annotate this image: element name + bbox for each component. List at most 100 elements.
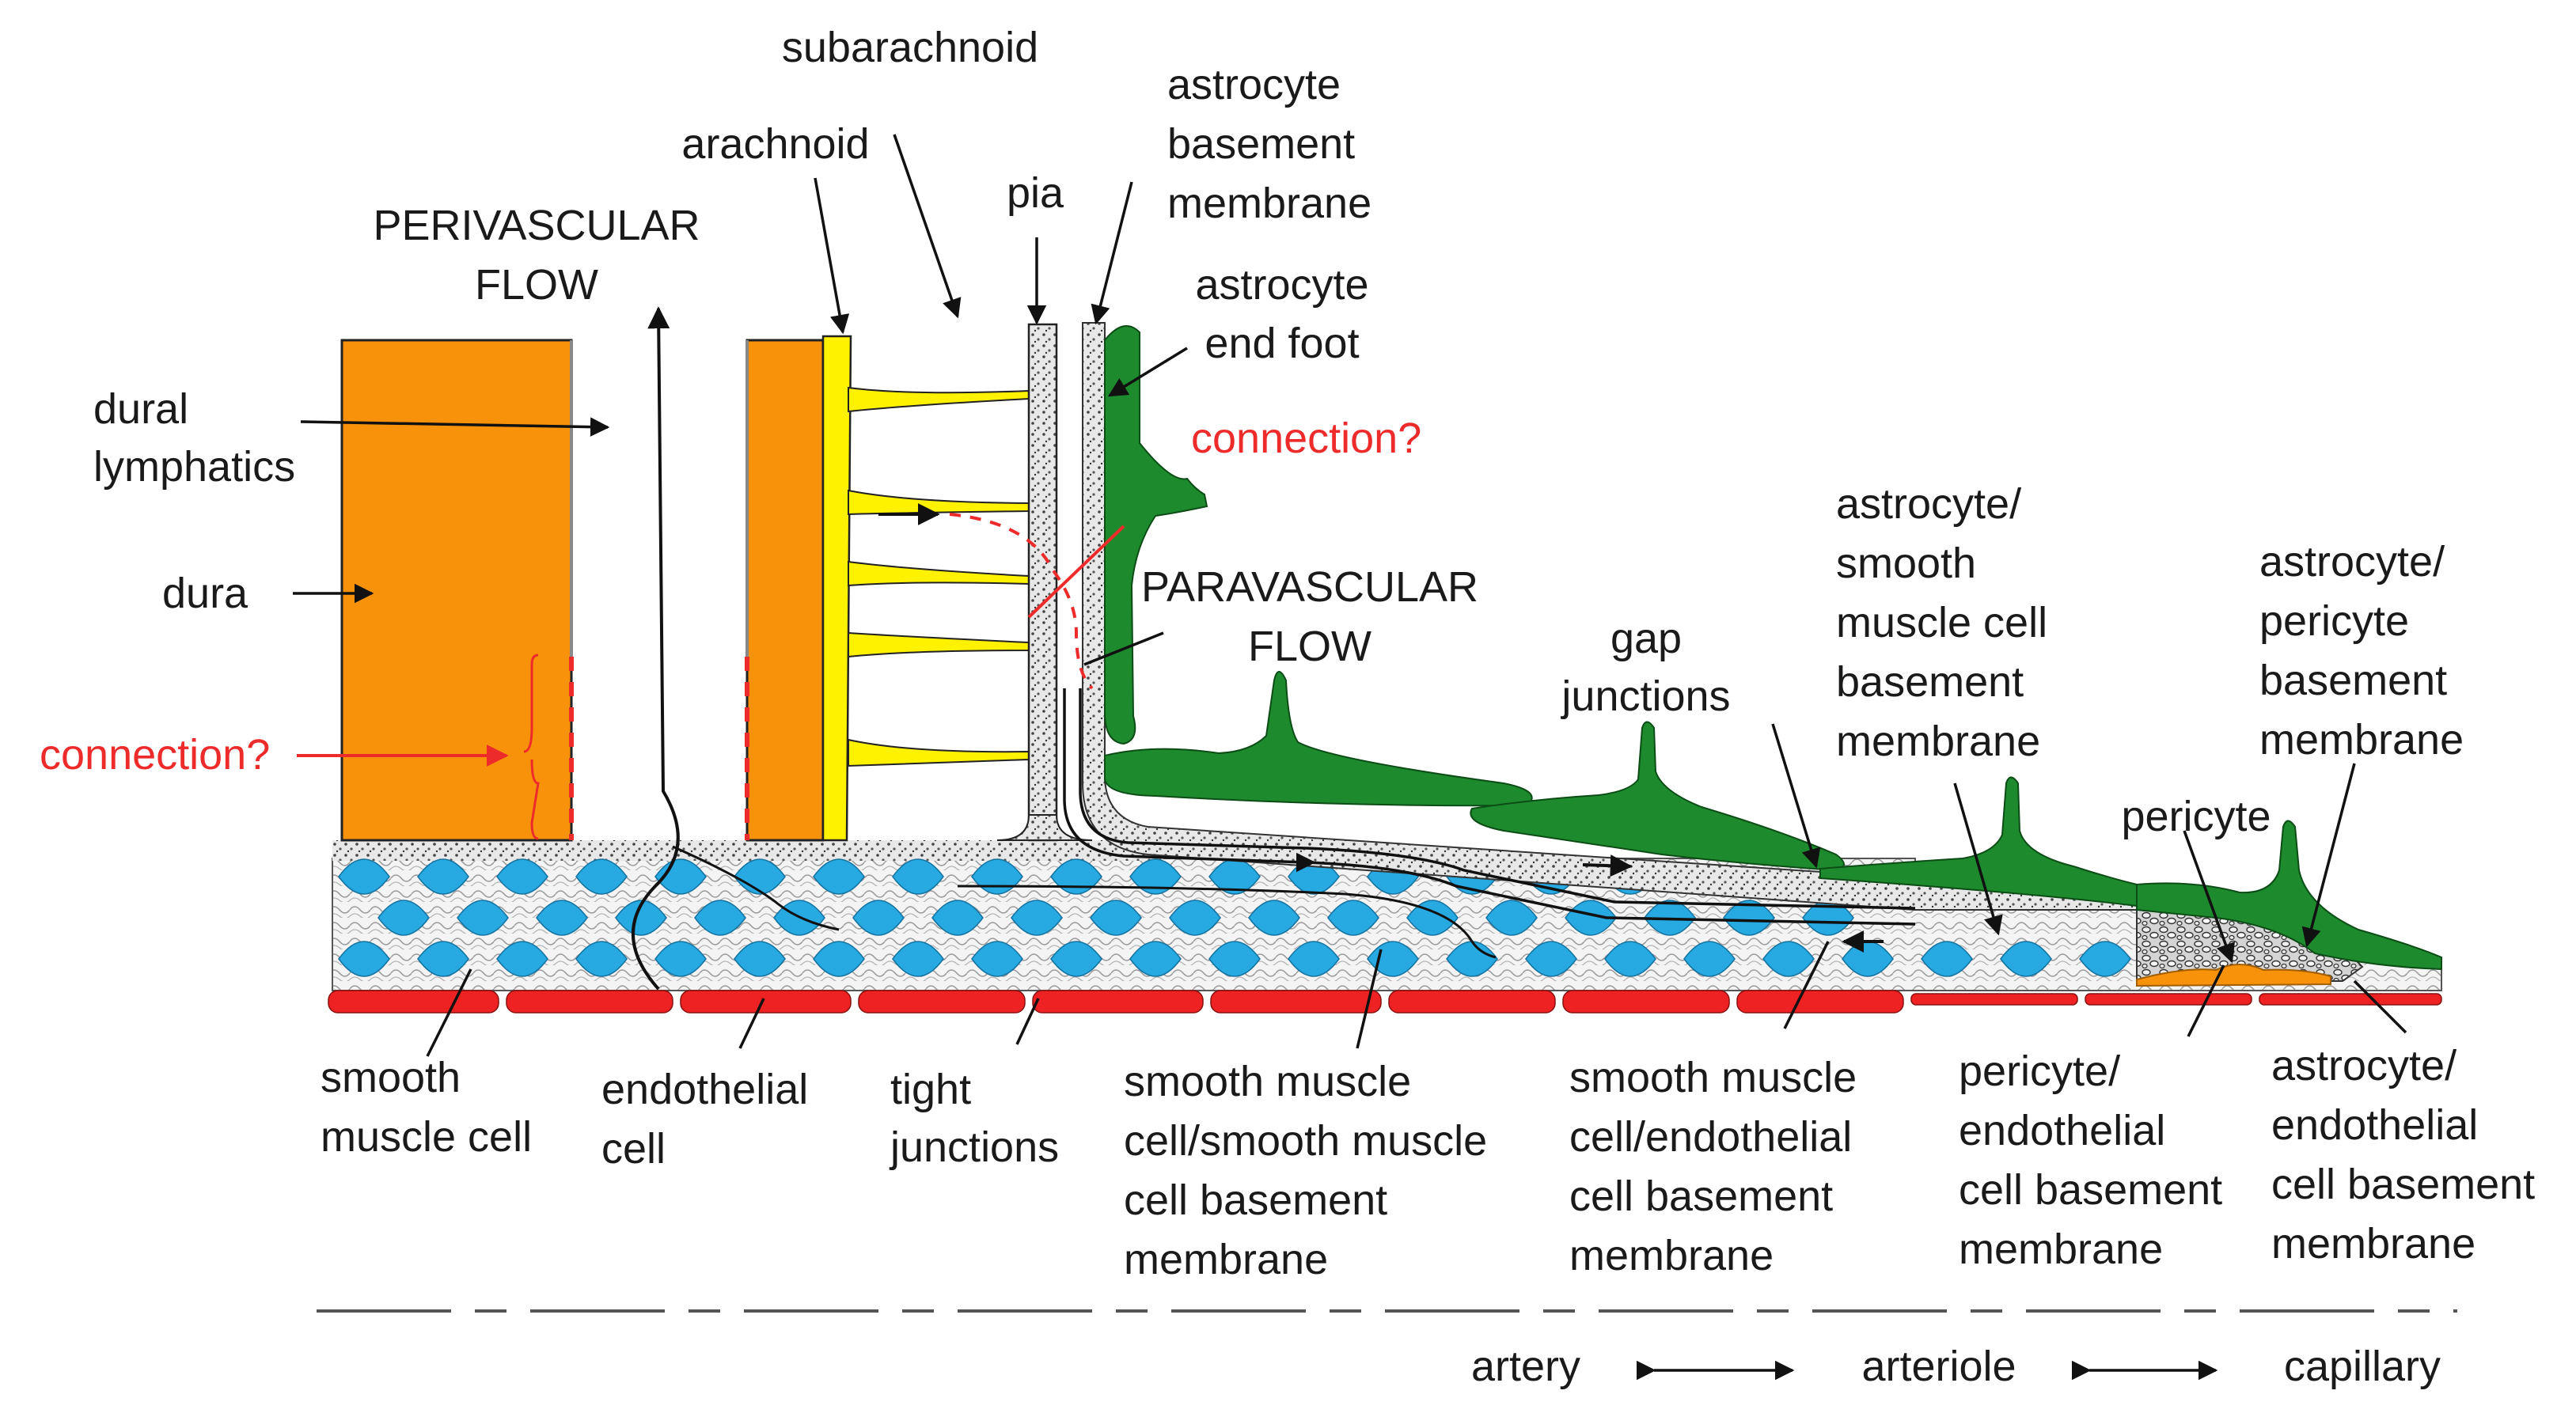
smooth-muscle-cell	[1011, 900, 1063, 936]
smooth-muscle-cell	[1723, 900, 1775, 936]
label-smooth-muscle-cell-2: muscle cell	[321, 1113, 532, 1161]
smooth-muscle-cell	[1921, 941, 1973, 977]
label-pe-bm-2: endothelial	[1959, 1107, 2165, 1154]
label-ae-bm-3: cell basement	[2271, 1161, 2535, 1208]
smooth-muscle-cell	[377, 900, 430, 936]
label-astro-sm-1: astrocyte/	[1836, 480, 2021, 528]
astrocyte-endfoot-4	[1819, 776, 2138, 907]
dura-left-block	[340, 339, 573, 842]
label-gap-junctions-2: junctions	[1560, 673, 1730, 720]
smooth-muscle-cell	[971, 941, 1023, 977]
smooth-muscle-cell	[1169, 900, 1221, 936]
label-pe-bm-3: cell basement	[1959, 1166, 2222, 1214]
label-smooth-muscle-cell-1: smooth	[321, 1054, 461, 1101]
label-dura: dura	[162, 570, 248, 617]
label-ae-bm-4: membrane	[2271, 1220, 2475, 1267]
smooth-muscle-cell	[654, 941, 707, 977]
smooth-muscle-cell	[417, 941, 469, 977]
smooth-muscle-cell	[892, 941, 944, 977]
label-pia: pia	[1007, 169, 1064, 217]
label-endothelial-cell-1: endothelial	[601, 1066, 808, 1113]
smooth-muscle-cell	[734, 941, 786, 977]
pericyte-cell	[2136, 964, 2331, 987]
label-perivascular-flow-2: FLOW	[475, 261, 598, 309]
label-astro-sm-4: basement	[1836, 658, 2024, 706]
label-ae-bm-1: astrocyte/	[2271, 1042, 2456, 1089]
smooth-muscle-cell	[575, 941, 628, 977]
endothelial-cell	[506, 990, 673, 1013]
label-connection-left: connection?	[40, 731, 270, 779]
smooth-muscle-cell	[1327, 900, 1379, 936]
label-astro-pericyte-1: astrocyte/	[2259, 538, 2445, 585]
smooth-muscle-cell	[2000, 941, 2052, 977]
endothelial-cell	[858, 990, 1026, 1013]
label-astro-sm-5: membrane	[1836, 718, 2040, 765]
leader-lines	[293, 134, 2407, 1057]
label-pe-bm-4: membrane	[1959, 1226, 2163, 1273]
astrocyte-endfoot-1	[1104, 325, 1208, 745]
label-astrocyte-bm-2: basement	[1167, 120, 1355, 168]
smooth-muscle-cell	[1129, 858, 1182, 895]
smooth-muscle-cell	[575, 858, 628, 895]
label-astro-pericyte-2: pericyte	[2259, 597, 2409, 645]
smooth-muscle-cell	[931, 900, 984, 936]
label-pericyte: pericyte	[2121, 793, 2271, 840]
astrocyte-endfeet	[1104, 325, 2442, 971]
label-smsm-bm-1: smooth muscle	[1124, 1058, 1411, 1105]
legend-capillary: capillary	[2284, 1343, 2441, 1390]
astrocyte-endfoot-5	[2136, 820, 2442, 971]
label-endfoot-2: end foot	[1205, 320, 1359, 367]
arachnoid-trabeculae	[821, 335, 1030, 842]
connection-dashed-path	[523, 503, 1094, 840]
legend-artery: artery	[1471, 1343, 1580, 1390]
smooth-muscle-cell	[1090, 900, 1142, 936]
label-paravascular-flow-2: FLOW	[1248, 623, 1371, 670]
smooth-muscle-cell	[1129, 941, 1182, 977]
smooth-muscle-cell	[892, 858, 944, 895]
smooth-muscle-cell	[457, 900, 509, 936]
smooth-muscle-cell	[1762, 941, 1815, 977]
legend-arteriole: arteriole	[1861, 1343, 2016, 1390]
smooth-muscle-cell	[1050, 858, 1102, 895]
label-arachnoid: arachnoid	[681, 120, 869, 168]
endothelial-cell	[1032, 990, 1204, 1013]
label-astrocyte-bm-1: astrocyte	[1167, 61, 1341, 108]
label-smec-bm-2: cell/endothelial	[1569, 1113, 1852, 1161]
smooth-muscle-cell	[496, 858, 548, 895]
label-subarachnoid: subarachnoid	[782, 24, 1038, 71]
label-smec-bm-3: cell basement	[1569, 1173, 1833, 1220]
dura-right-block	[745, 339, 825, 842]
endothelial-cell	[328, 990, 499, 1013]
smooth-muscle-cell	[1525, 941, 1577, 977]
label-smec-bm-4: membrane	[1569, 1232, 1774, 1279]
perivascular-flow-path	[632, 306, 680, 991]
paravascular-flow-path	[672, 688, 1916, 959]
astrocyte-endfoot-2	[1104, 671, 1533, 807]
label-ae-bm-2: endothelial	[2271, 1101, 2478, 1149]
smooth-muscle-cell	[1485, 900, 1538, 936]
label-dural-lymphatics-2: lymphatics	[93, 443, 295, 491]
label-astro-sm-3: muscle cell	[1836, 599, 2047, 646]
label-endfoot-1: astrocyte	[1195, 261, 1368, 309]
label-smsm-bm-3: cell basement	[1124, 1176, 1387, 1224]
endothelial-cell	[1388, 990, 1556, 1013]
label-connection-top: connection?	[1191, 415, 1421, 462]
label-astro-pericyte-4: membrane	[2259, 716, 2464, 763]
smooth-muscle-cell	[1288, 941, 1340, 977]
label-smsm-bm-4: membrane	[1124, 1236, 1328, 1283]
label-astrocyte-bm-3: membrane	[1167, 180, 1371, 227]
smooth-muscle-cell	[1248, 900, 1300, 936]
label-smec-bm-1: smooth muscle	[1569, 1054, 1857, 1101]
label-gap-junctions-1: gap	[1610, 615, 1682, 662]
endothelial-cell	[2085, 993, 2252, 1006]
labels: PERIVASCULAR FLOW arachnoid subarachnoid…	[40, 24, 2535, 1283]
smooth-muscle-cell	[1050, 941, 1102, 977]
label-endothelial-cell-2: cell	[601, 1125, 666, 1173]
endothelial-cell	[1562, 990, 1730, 1013]
label-paravascular-flow-1: PARAVASCULAR	[1141, 563, 1478, 611]
smooth-muscle-cell	[734, 858, 786, 895]
endothelial-cell	[680, 990, 852, 1013]
label-pe-bm-1: pericyte/	[1959, 1048, 2120, 1095]
label-tight-junctions-2: junctions	[889, 1123, 1059, 1171]
